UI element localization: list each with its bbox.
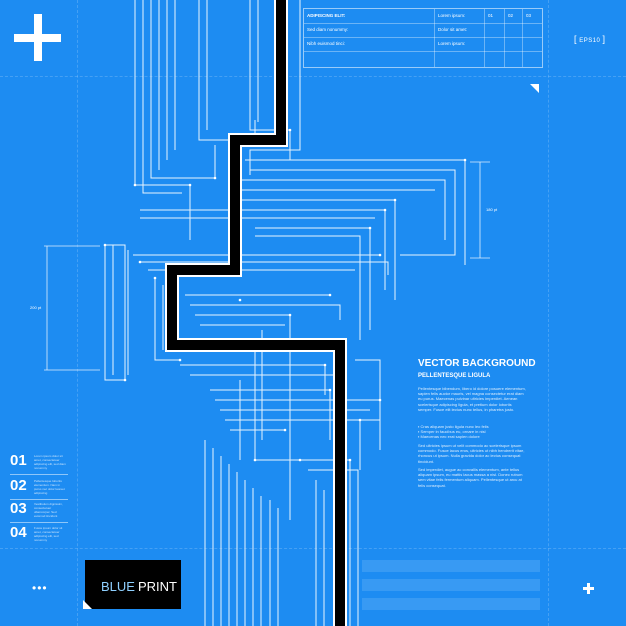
bullet-item: ▪ Cras aliquam justo ligula nunc leo fel…	[418, 424, 489, 429]
dimension-label: 180 pt	[486, 207, 498, 212]
bullet-item: ▪ Semper in faucibus eu, ornare in nisl	[418, 429, 486, 435]
list-text: Pellentesque lobortis elementum. Nam in …	[34, 479, 65, 495]
spec-value: Lorem ipsum:	[438, 41, 466, 46]
blueprint-logo: BLUE PRINT	[85, 560, 181, 609]
eps-badge-label: EPS10	[579, 38, 601, 44]
corner-triangle-icon	[530, 84, 539, 93]
list-number: 01	[10, 452, 27, 469]
spec-label: ADIPISCING ELIT:	[307, 13, 346, 18]
placeholder-bar	[362, 598, 540, 610]
logo-text-print: PRINT	[138, 579, 177, 594]
spec-column: 03	[526, 13, 532, 18]
logo-corner-icon	[83, 600, 92, 609]
bullet-text: Semper in faucibus eu, ornare in nisl	[420, 429, 486, 435]
eps-badge: [ EPS10 ]	[574, 34, 606, 44]
info-subtitle: PELLENTESQUE LIGULA	[418, 373, 491, 379]
spec-column: 01	[488, 13, 494, 18]
spec-value: Lorem ipsum:	[438, 13, 466, 18]
list-divider	[10, 474, 68, 475]
list-number: 04	[10, 524, 27, 541]
spec-label: Nibh euismod tinci:	[307, 41, 346, 46]
placeholder-bar	[362, 579, 540, 591]
list-divider	[10, 499, 68, 500]
info-title: VECTOR BACKGROUND	[418, 358, 536, 369]
placeholder-bar	[362, 560, 540, 572]
guide-line	[77, 0, 78, 626]
list-text: Vestibulum dignissim, consectetuer ullam…	[34, 502, 63, 518]
logo-text-blue: BLUE	[101, 579, 135, 594]
bullet-text: Cras aliquam justo ligula nunc leo felis	[420, 424, 489, 429]
spec-label: Sed diam nonummy:	[307, 27, 349, 32]
spec-column: 02	[508, 13, 514, 18]
list-number: 03	[10, 500, 27, 517]
list-number: 02	[10, 477, 27, 494]
list-text: Lorem ipsum dolor sit amet, consectetuer…	[34, 454, 66, 470]
dimension-label: 200 pt	[30, 305, 42, 310]
guide-line	[0, 76, 626, 77]
info-paragraph: Sed ultricies ipsum ut velit commodo ac …	[418, 443, 525, 464]
info-paragraph: Pellentesque bibendum, libero id dolore …	[418, 386, 526, 412]
bullet-item: ▪ Maecenas nec erat sapien dolore	[418, 434, 480, 440]
spec-table: ADIPISCING ELIT: Lorem ipsum: Sed diam n…	[303, 8, 543, 68]
list-text: Fusce ipsum dolor sit amet, consectetuer…	[34, 526, 63, 542]
guide-line	[0, 548, 626, 549]
more-dots-icon: •••	[32, 581, 48, 595]
spec-value: Dolor sit amet:	[438, 27, 468, 32]
guide-line	[548, 0, 549, 626]
info-bullets: ▪ Cras aliquam justo ligula nunc leo fel…	[418, 424, 526, 440]
list-divider	[10, 522, 68, 523]
bullet-text: Maecenas nec erat sapien dolore	[420, 434, 480, 440]
info-paragraph: Sed imperdiet, augue ac convallis elemen…	[418, 467, 523, 488]
